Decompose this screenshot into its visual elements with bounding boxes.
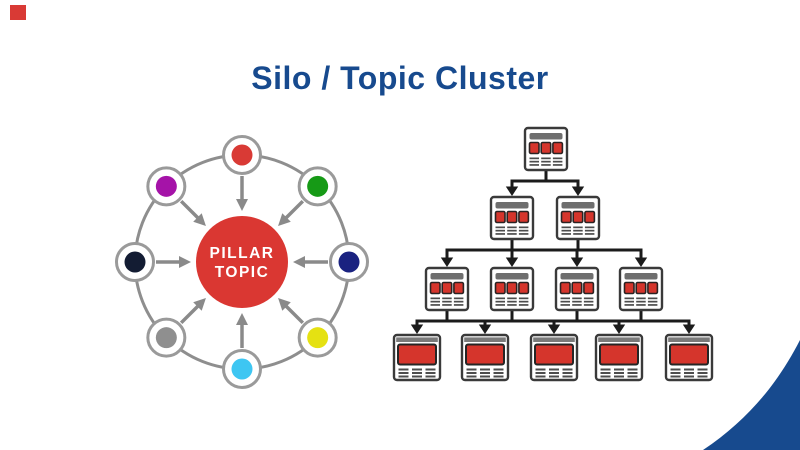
inward-arrow-right — [293, 256, 328, 268]
arrowhead-icon — [193, 298, 206, 311]
tree-connector-level-3 — [410, 308, 696, 334]
corner-accent-red — [10, 5, 26, 20]
page-title: Silo / Topic Cluster — [251, 60, 549, 96]
arrowhead-icon — [236, 199, 248, 211]
topic-dot-right — [338, 251, 360, 273]
corner-swoosh-blue — [703, 340, 800, 450]
inward-arrow-left — [156, 256, 191, 268]
down-arrowhead-icon — [634, 257, 648, 267]
arrowhead-icon — [179, 256, 191, 268]
down-arrowhead-icon — [682, 324, 696, 334]
webpage-icon — [489, 195, 535, 241]
cluster-node-bottom — [222, 349, 262, 389]
down-arrowhead-icon — [547, 324, 561, 334]
topic-dot-bottom-right — [307, 327, 329, 349]
webpage-banner-icon — [392, 333, 442, 382]
cluster-node-top-left — [146, 166, 187, 207]
down-arrowhead-icon — [570, 257, 584, 267]
down-arrowhead-icon — [410, 324, 424, 334]
cluster-node-right — [329, 242, 369, 282]
down-arrowhead-icon — [478, 324, 492, 334]
tree-connector-level-2 — [440, 237, 648, 267]
pillar-label-line1: PILLAR — [210, 245, 275, 262]
swoosh-shape — [703, 340, 800, 450]
topic-dot-top-left — [155, 175, 177, 197]
down-arrowhead-icon — [505, 257, 519, 267]
topic-dot-bottom-left — [155, 327, 177, 349]
pillar-topic-circle — [196, 216, 288, 308]
topic-dot-top — [231, 144, 253, 166]
down-arrowhead-icon — [440, 257, 454, 267]
tree-connector-level-1 — [505, 168, 585, 196]
silo-tree-diagram — [392, 126, 714, 382]
pillar-topic-cluster-diagram: PILLAR TOPIC — [115, 135, 369, 389]
inward-arrow-bottom-left — [179, 298, 206, 325]
webpage-icon — [424, 266, 470, 312]
webpage-icon — [555, 195, 601, 241]
webpage-icon — [554, 266, 600, 312]
topic-dot-bottom — [231, 358, 253, 380]
cluster-node-top-right — [297, 166, 338, 207]
arrow-stem — [284, 304, 305, 325]
arrowhead-icon — [278, 213, 291, 226]
arrowhead-icon — [293, 256, 305, 268]
inward-arrow-top — [236, 176, 248, 211]
arrow-stem — [179, 304, 200, 325]
cluster-node-top — [222, 135, 262, 175]
down-arrowhead-icon — [505, 186, 519, 196]
arrowhead-icon — [278, 298, 291, 311]
arrow-stem — [179, 199, 200, 220]
topic-dot-top-right — [307, 175, 329, 197]
webpage-banner-icon — [664, 333, 714, 382]
webpage-banner-icon — [460, 333, 510, 382]
webpage-banner-icon — [594, 333, 644, 382]
webpage-banner-icon — [529, 333, 579, 382]
webpage-icon — [618, 266, 664, 312]
down-arrowhead-icon — [571, 186, 585, 196]
arrowhead-icon — [193, 213, 206, 226]
inward-arrow-bottom-right — [278, 298, 305, 325]
inward-arrow-bottom — [236, 313, 248, 348]
webpage-icon — [523, 126, 569, 172]
cluster-node-bottom-right — [297, 317, 338, 358]
inward-arrow-top-right — [278, 199, 305, 226]
pillar-label-line2: TOPIC — [215, 264, 270, 281]
inward-arrow-top-left — [179, 199, 206, 226]
cluster-node-bottom-left — [146, 317, 187, 358]
cluster-node-left — [115, 242, 155, 282]
arrowhead-icon — [236, 313, 248, 325]
topic-dot-left — [124, 251, 146, 273]
arrow-stem — [284, 199, 305, 220]
down-arrowhead-icon — [612, 324, 626, 334]
webpage-icon — [489, 266, 535, 312]
